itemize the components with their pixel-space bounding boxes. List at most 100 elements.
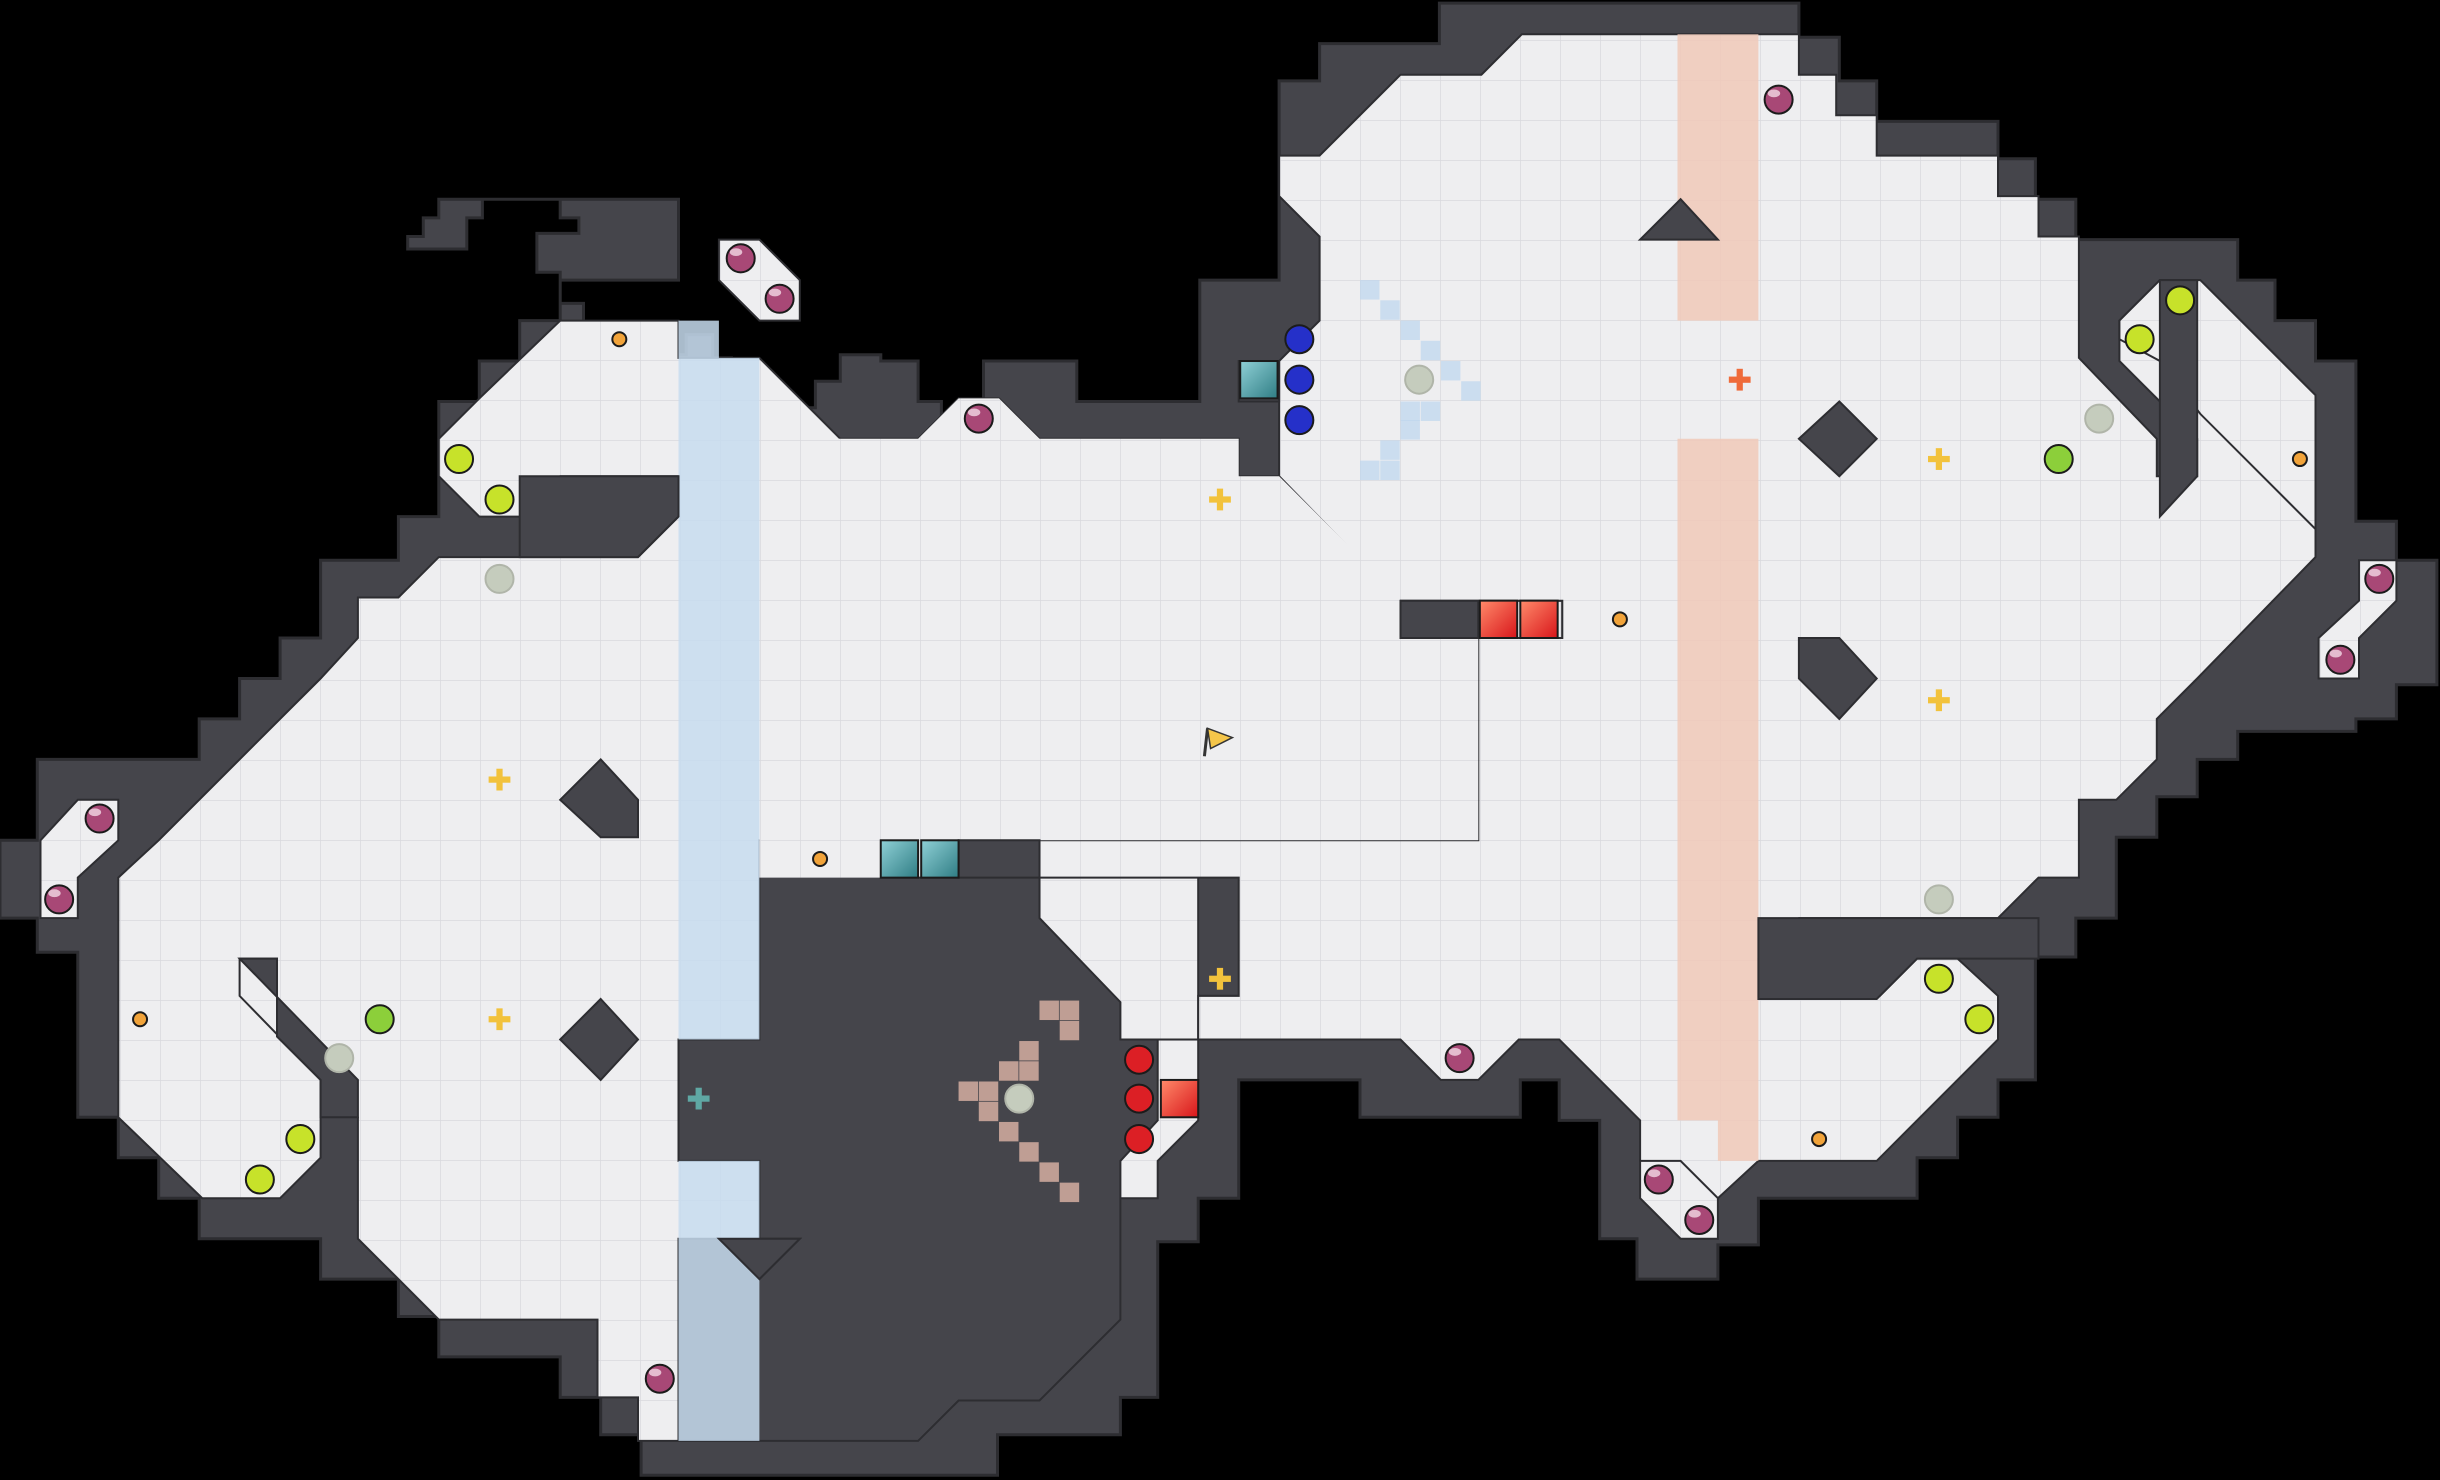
bomb-icon — [1684, 1204, 1715, 1235]
wall-block — [518, 475, 680, 559]
red-gate-icon — [1478, 599, 1519, 640]
portal-icon — [812, 850, 829, 867]
portal-icon — [1611, 611, 1628, 628]
yellow-ball-icon — [1923, 963, 1954, 994]
bomb-icon — [2325, 644, 2356, 675]
yellow-ball-icon — [2165, 285, 2196, 316]
boost-icon — [1928, 689, 1950, 712]
wall-block — [1399, 599, 1480, 639]
bomb-icon — [644, 1363, 675, 1394]
boost-icon — [488, 768, 511, 791]
red-checker — [1059, 1020, 1080, 1041]
red-gate-icon — [1519, 599, 1559, 640]
wall-block — [957, 839, 1041, 879]
blue-checker — [1360, 460, 1380, 481]
portal-icon — [1811, 1131, 1828, 1148]
red-checker — [999, 1061, 1019, 1081]
blue-ball-icon — [1284, 405, 1315, 436]
blue-checker — [1400, 420, 1420, 440]
yellow-ball-icon — [444, 444, 475, 475]
red-ball-icon — [1124, 1083, 1155, 1114]
portal-icon — [132, 1011, 149, 1028]
red-checker — [958, 1081, 979, 1101]
wall-block — [558, 997, 640, 1082]
bomb-shine — [48, 889, 61, 898]
red-ball-icon — [1124, 1124, 1155, 1155]
red-checker — [978, 1101, 999, 1122]
yellow-ball-icon — [285, 1124, 316, 1155]
blue-checker — [1380, 460, 1400, 481]
blue-checker — [1380, 440, 1400, 460]
red-gate-icon — [1159, 1078, 1200, 1119]
wall-block — [1757, 917, 2040, 1000]
wall-block — [716, 1237, 803, 1281]
portal-icon — [2291, 451, 2308, 468]
bomb-icon — [764, 283, 795, 314]
red-checker — [978, 1081, 999, 1101]
bomb-shine — [1767, 89, 1781, 98]
red-endzone — [1677, 438, 1759, 1161]
bomb-icon — [1444, 1043, 1475, 1074]
yellow-ball-icon — [2124, 324, 2155, 355]
boost-icon — [1928, 448, 1950, 470]
red-checker — [1059, 1000, 1080, 1021]
bomb-icon — [2364, 563, 2395, 594]
yellow-ball-icon — [484, 484, 515, 515]
bomb-shine — [967, 408, 981, 417]
boost-icon — [488, 1008, 511, 1031]
boost-icon — [1728, 368, 1751, 391]
spot-icon — [1404, 364, 1435, 395]
bomb-icon — [963, 403, 994, 434]
speedpad-icon — [364, 1004, 395, 1035]
red-checker — [1019, 1041, 1039, 1061]
spot-icon — [324, 1043, 355, 1074]
wall-block — [1637, 197, 1721, 241]
bomb-shine — [2368, 568, 2381, 577]
blue-ball-icon — [1284, 324, 1315, 355]
boost-icon — [1209, 488, 1231, 511]
zones — [678, 34, 1759, 1441]
spot-icon — [1923, 884, 1954, 915]
spot-icon — [484, 563, 515, 594]
blue-endzone — [678, 320, 760, 1040]
blue-checker — [1380, 300, 1400, 320]
blue-checker — [1400, 320, 1420, 341]
bomb-shine — [88, 808, 102, 817]
blue-ball-icon — [1284, 364, 1315, 395]
blue-checker — [1420, 401, 1441, 421]
bomb-icon — [84, 803, 115, 834]
wall-block — [2158, 279, 2199, 520]
blue-checker — [1360, 280, 1380, 300]
bomb-shine — [1688, 1209, 1701, 1218]
blue-checker — [1400, 401, 1420, 421]
blue-endzone — [678, 1160, 760, 1441]
bomb-icon — [725, 243, 756, 274]
wall-block — [1797, 400, 1879, 478]
yellow-ball-icon — [1964, 1004, 1995, 1035]
portal-icon — [611, 331, 628, 348]
bomb-icon — [1763, 84, 1794, 115]
blue-checker — [1440, 361, 1461, 381]
floor-area-mid — [759, 398, 1479, 878]
wall-block — [558, 757, 639, 839]
red-checker — [1039, 1162, 1059, 1182]
blue-checker — [1461, 381, 1481, 401]
bomb-shine — [1647, 1169, 1661, 1178]
items — [44, 84, 2395, 1394]
red-checker — [1019, 1142, 1039, 1162]
spot-icon — [1004, 1083, 1035, 1114]
blue-checker — [1420, 340, 1441, 361]
red-ball-icon — [1124, 1044, 1155, 1075]
red-checker — [999, 1121, 1019, 1142]
obstacles — [237, 197, 2199, 1281]
teal-gate-icon — [879, 839, 920, 879]
red-checker — [1019, 1061, 1039, 1081]
bomb-shine — [729, 248, 743, 256]
boost-icon — [1209, 967, 1231, 990]
boost-icon — [687, 1087, 710, 1110]
spot-icon — [2084, 403, 2115, 434]
bomb-icon — [44, 884, 75, 915]
speedpad-icon — [2043, 444, 2074, 475]
